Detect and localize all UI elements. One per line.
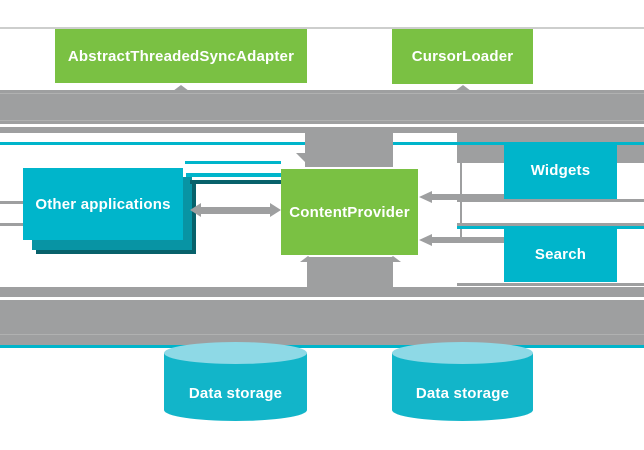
- node-content-provider: ContentProvider: [281, 169, 418, 255]
- search-bottom-line: [457, 283, 644, 286]
- node-abstract-threaded-sync-adapter: AbstractThreadedSyncAdapter: [55, 29, 307, 83]
- cyan-hairline-lower: [0, 345, 644, 348]
- arrow-up-icon-storage-right: [385, 256, 401, 262]
- node-label: Data storage: [392, 368, 533, 418]
- node-label: CursorLoader: [411, 48, 514, 65]
- upper-band-highlight-1: [0, 93, 644, 94]
- arrow-left-icon-otherapps: [190, 203, 201, 217]
- arrow-otherapps-shaft: [199, 207, 273, 214]
- node-label: ContentProvider: [289, 203, 410, 221]
- node-data-storage-left: Data storage: [164, 342, 307, 422]
- node-search: Search: [504, 227, 617, 282]
- lower-band-highlight: [0, 334, 644, 335]
- stack-stretch-line-1: [185, 161, 281, 164]
- arrow-left-icon-widgets: [419, 191, 432, 203]
- cylinder-bottom: [392, 399, 533, 421]
- upper-arrow-band: [0, 90, 644, 124]
- node-label: Widgets: [530, 162, 591, 179]
- arrow-up-icon-syncadapter: [173, 85, 189, 91]
- lower-band-seam: [0, 297, 644, 300]
- data-storage-right-label: Data storage: [415, 384, 510, 402]
- search-top-line-gray: [457, 223, 644, 226]
- arrow-up-icon-cursorloader: [455, 85, 471, 91]
- arrow-up-icon-storage-left: [300, 256, 316, 262]
- widgets-bottom-line: [457, 199, 644, 202]
- arrow-widgets-shaft: [430, 194, 504, 200]
- node-label: Data storage: [164, 368, 307, 418]
- upper-band-highlight-2: [0, 120, 644, 121]
- cylinder-top: [164, 342, 307, 364]
- data-storage-left-label: Data storage: [188, 384, 283, 402]
- node-cursor-loader: CursorLoader: [392, 29, 533, 84]
- arrow-left-icon-search: [419, 234, 432, 246]
- stack-stretch-line-3: [190, 180, 281, 184]
- arrow-down-icon: [296, 153, 322, 166]
- arrow-search-shaft: [430, 237, 504, 243]
- node-data-storage-right: Data storage: [392, 342, 533, 422]
- stack-stretch-line-2: [186, 173, 281, 177]
- node-label: Search: [534, 246, 587, 263]
- cylinder-top: [392, 342, 533, 364]
- arrow-right-icon-otherapps: [270, 203, 281, 217]
- left-edge-mark-1: [0, 201, 25, 204]
- cylinder-bottom: [164, 399, 307, 421]
- node-widgets: Widgets: [504, 142, 617, 199]
- left-edge-mark-2: [0, 223, 25, 226]
- node-other-applications: Other applications: [23, 168, 183, 240]
- node-label: AbstractThreadedSyncAdapter: [67, 47, 295, 65]
- provider-bottom-shaft: [307, 257, 393, 297]
- node-label: Other applications: [35, 195, 171, 213]
- top-border-line: [0, 27, 644, 29]
